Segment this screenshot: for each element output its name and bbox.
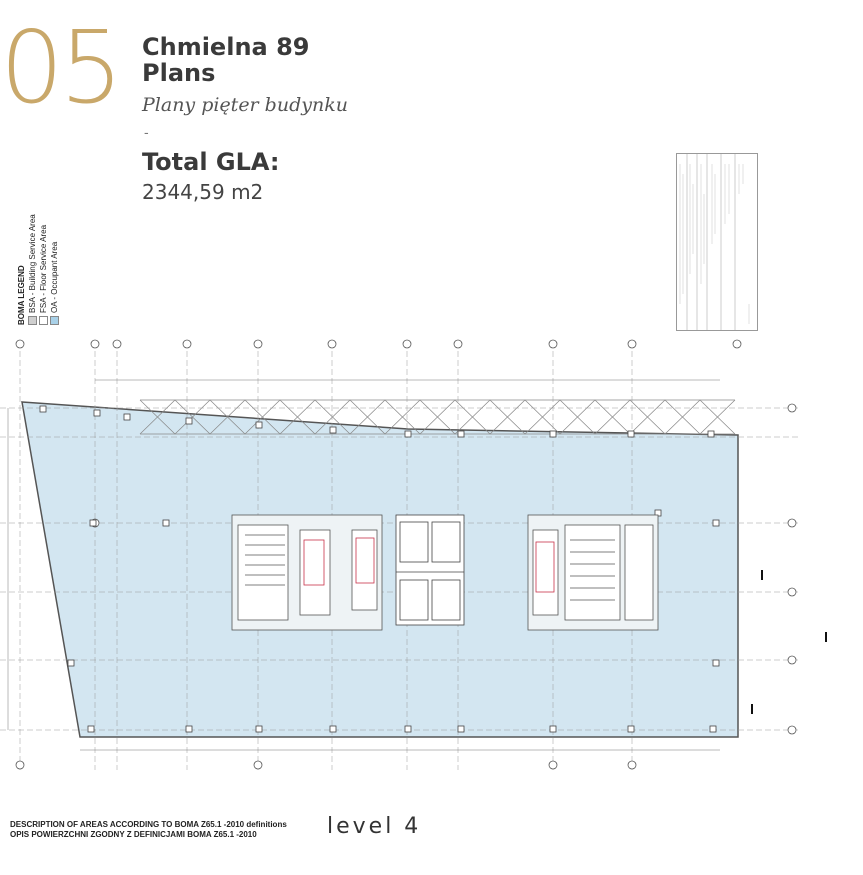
area-description-pl: OPIS POWIERZCHNI ZGODNY Z DEFINICJAMI BO… (10, 830, 257, 839)
toilet-block (395, 514, 465, 626)
page-subtitle: Plany pięter budynku (142, 94, 348, 116)
legend-label-fsa: FSA - Floor Service Area (39, 224, 48, 313)
legend-title: BOMA LEGEND (17, 265, 26, 325)
legend-item-oa: OA - Occupant Area (49, 210, 60, 325)
legend-item-fsa: FSA - Floor Service Area (38, 210, 49, 325)
title-line-1: Chmielna 89 (142, 33, 310, 61)
legend-label-bsa: BSA - Building Service Area (28, 214, 37, 313)
section-number: 05 (0, 9, 123, 126)
service-core-right (527, 514, 659, 631)
area-description: DESCRIPTION OF AREAS ACCORDING TO BOMA Z… (10, 820, 287, 840)
drawing-title-block (676, 153, 758, 331)
legend-swatch-oa (50, 316, 59, 325)
roof-truss (139, 399, 736, 435)
title-block-lines (679, 154, 750, 330)
columns (39, 405, 720, 733)
separator: - (144, 124, 149, 140)
legend-swatch-bsa (28, 316, 37, 325)
floor-plan-drawing (0, 339, 827, 770)
title-line-2: Plans (142, 59, 216, 87)
legend-item-bsa: BSA - Building Service Area (27, 210, 38, 325)
grid-markers (15, 339, 797, 770)
area-description-en: DESCRIPTION OF AREAS ACCORDING TO BOMA Z… (10, 820, 287, 829)
gla-label: Total GLA: (142, 148, 280, 176)
dimension-lines (7, 379, 720, 751)
legend-swatch-fsa (39, 316, 48, 325)
section-marks (751, 570, 827, 714)
boma-legend: BOMA LEGEND BSA - Building Service Area … (16, 210, 88, 325)
page-title: Chmielna 89 Plans (142, 34, 309, 86)
service-core-left (231, 514, 383, 631)
level-label: level 4 (327, 814, 422, 839)
legend-label-oa: OA - Occupant Area (50, 241, 59, 313)
gla-value: 2344,59 m2 (142, 180, 264, 204)
floor-plan (0, 330, 863, 790)
